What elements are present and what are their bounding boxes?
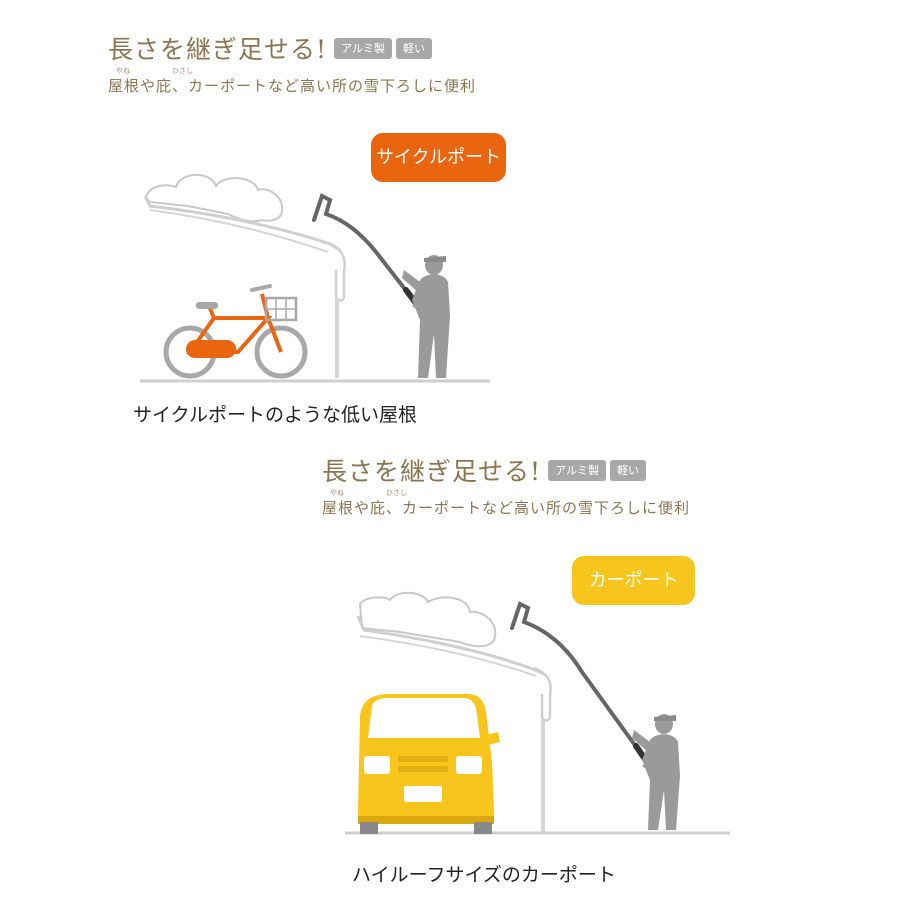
tag-light: 軽い xyxy=(609,459,646,481)
subline: やね ひさし 屋根や庇、カーポートなど高い所の雪下ろしに便利 xyxy=(322,489,782,518)
caption-cycleport: サイクルポートのような低い屋根 xyxy=(133,404,418,426)
snow-roof-icon xyxy=(140,173,490,383)
headline-text: 長さを継ぎ足せる! xyxy=(322,457,542,486)
caption-carport: ハイルーフサイズのカーポート xyxy=(352,864,616,886)
ruby-yane: やね xyxy=(330,489,344,497)
headline: 長さを継ぎ足せる! アルミ製 軽い xyxy=(108,30,568,66)
subline: やね ひさし 屋根や庇、カーポートなど高い所の雪下ろしに便利 xyxy=(108,67,568,96)
badge-carport: カーポート xyxy=(572,556,695,605)
subline-text: 屋根や庇、カーポートなど高い所の雪下ろしに便利 xyxy=(108,77,477,95)
headline-text: 長さを継ぎ足せる! xyxy=(108,35,328,64)
panel-carport-header: 長さを継ぎ足せる! アルミ製 軽い やね ひさし 屋根や庇、カーポートなど高い所… xyxy=(322,452,782,518)
tag-aluminum: アルミ製 xyxy=(548,459,606,481)
panel-cycleport-header: 長さを継ぎ足せる! アルミ製 軽い やね ひさし 屋根や庇、カーポートなど高い所… xyxy=(108,30,568,96)
person-with-snow-rake-icon xyxy=(510,601,680,830)
tag-light: 軽い xyxy=(395,37,432,59)
headline: 長さを継ぎ足せる! アルミ製 軽い xyxy=(322,452,782,488)
bicycle-icon xyxy=(163,284,308,379)
ruby-hisashi: ひさし xyxy=(172,67,193,75)
tag-aluminum: アルミ製 xyxy=(334,37,392,59)
van-icon xyxy=(358,694,500,834)
ruby-hisashi: ひさし xyxy=(386,489,407,497)
snow-roof-icon xyxy=(345,591,730,835)
person-with-snow-rake-icon xyxy=(312,193,450,378)
subline-text: 屋根や庇、カーポートなど高い所の雪下ろしに便利 xyxy=(322,499,691,517)
badge-cycleport: サイクルポート xyxy=(371,133,506,182)
ruby-yane: やね xyxy=(116,67,130,75)
